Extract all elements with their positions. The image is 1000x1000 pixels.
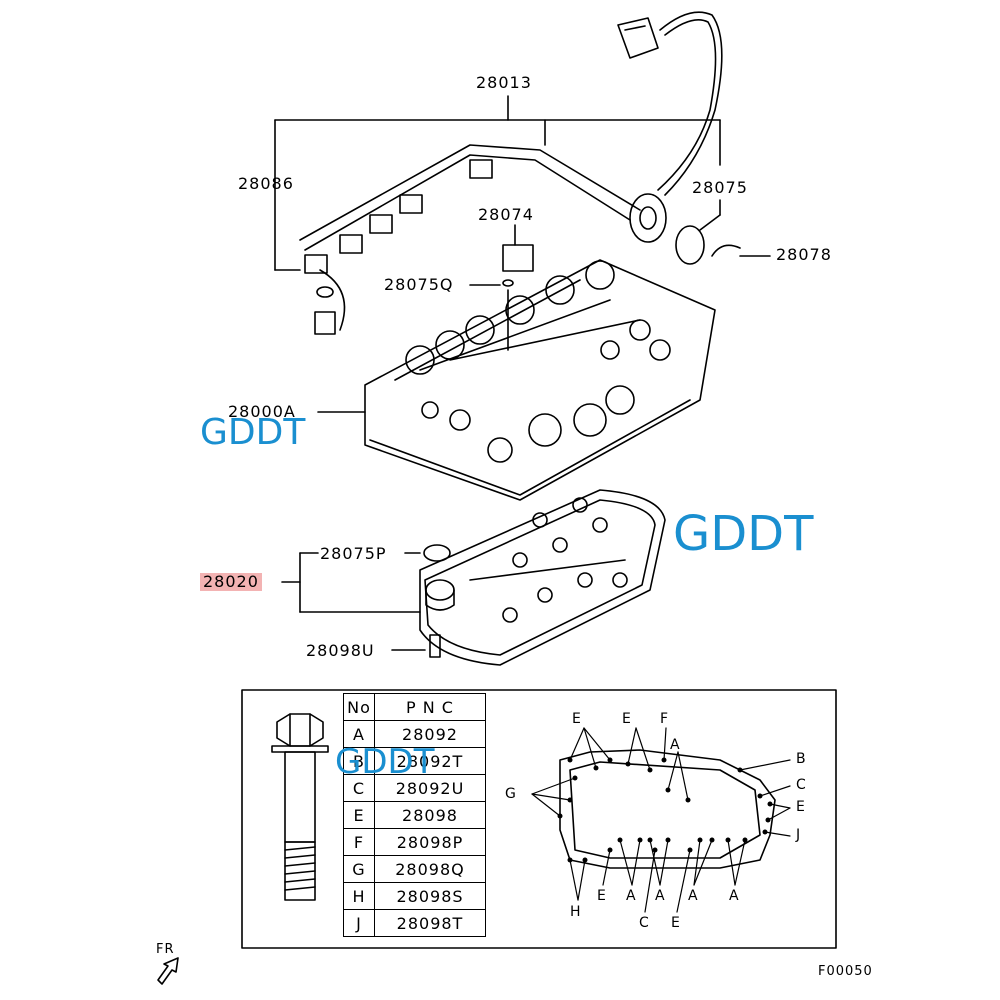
bolt-map-letter: A [670, 737, 680, 753]
row-part-number: 28098P [374, 828, 486, 856]
row-part-number: 28092 [374, 720, 486, 748]
oil-strainer [419, 489, 666, 666]
row-letter: C [343, 774, 375, 802]
row-letter: G [343, 855, 375, 883]
bolt-map-letter: A [655, 888, 665, 904]
front-label: FR [156, 942, 175, 957]
bolt-map-letter: H [570, 904, 581, 920]
front-arrow-icon [157, 957, 179, 985]
harness-connector [617, 11, 741, 265]
wiring-harness [299, 144, 641, 351]
bolt-map-letter: J [796, 827, 801, 843]
callout-28098U: 28098U [306, 641, 375, 660]
row-letter: H [343, 882, 375, 910]
bolt-map-letter: C [639, 915, 649, 931]
callout-28086: 28086 [238, 174, 294, 193]
row-part-number: 28098S [374, 882, 486, 910]
callout-28078: 28078 [776, 245, 832, 264]
bolt-map-letter: E [572, 711, 581, 727]
valve-body [364, 259, 716, 501]
figure-code: F00050 [818, 964, 873, 979]
bolt-map-letter: A [626, 888, 636, 904]
row-part-number: 28098Q [374, 855, 486, 883]
row-part-number: 28092T [374, 747, 486, 775]
callout-28074: 28074 [478, 205, 534, 224]
bolt-map-letter: E [671, 915, 680, 931]
row-part-number: 28098T [374, 909, 486, 937]
callout-28000A: 28000A [228, 402, 296, 421]
row-letter: F [343, 828, 375, 856]
header-pnc: P N C [374, 693, 486, 721]
watermark: GDDT [673, 506, 814, 562]
bolt-map-letter: F [660, 711, 669, 727]
callout-28020: 28020 [200, 573, 262, 591]
bolt-illustration [271, 713, 329, 901]
bolt-map-letter: E [796, 799, 805, 815]
callout-lines [274, 95, 771, 651]
watermark: GDDT [200, 412, 306, 453]
bolt-map-letter: B [796, 751, 806, 767]
row-part-number: 28098 [374, 801, 486, 829]
row-letter: J [343, 909, 375, 937]
row-part-number: 28092U [374, 774, 486, 802]
header-no: No [343, 693, 375, 721]
bolt-map-letter: A [729, 888, 739, 904]
bolt-location-map [531, 727, 791, 913]
bolt-map-letter: A [688, 888, 698, 904]
callout-28075Q: 28075Q [384, 275, 454, 294]
row-letter: E [343, 801, 375, 829]
callout-28075: 28075 [692, 178, 748, 197]
bolt-map-letter: E [597, 888, 606, 904]
watermark: GDDT [335, 742, 435, 782]
detail-frame [241, 689, 837, 949]
callout-28013: 28013 [476, 73, 532, 92]
table-header-row: No P N C [343, 693, 486, 721]
callout-28075P: 28075P [320, 544, 387, 563]
bolt-map-letter: E [622, 711, 631, 727]
row-letter: A [343, 720, 375, 748]
bolt-map-letter: C [796, 777, 806, 793]
bolt-map-letter: G [505, 786, 516, 802]
